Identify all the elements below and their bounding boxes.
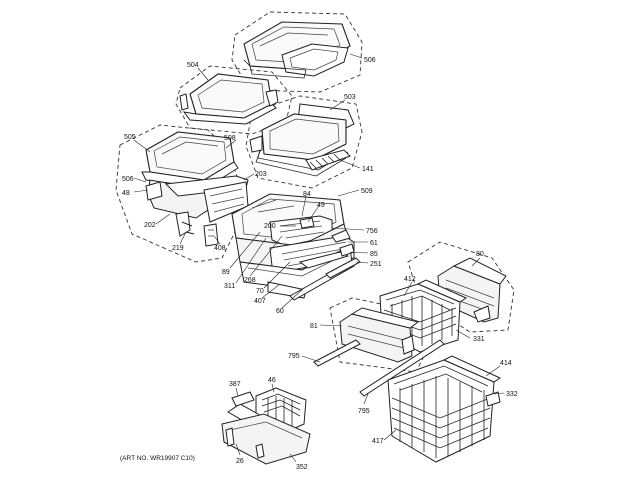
callout-414: 414 bbox=[500, 360, 512, 367]
callout-795-lower: 795 bbox=[358, 408, 370, 415]
callout-795-upper: 795 bbox=[288, 353, 300, 360]
basket-slide-81 bbox=[339, 307, 420, 363]
callout-756: 756 bbox=[366, 228, 378, 235]
callout-219: 219 bbox=[172, 245, 184, 252]
callout-311: 311 bbox=[224, 283, 235, 290]
shelf-504 bbox=[179, 73, 279, 125]
outline-top-shelf-group bbox=[231, 11, 363, 93]
callout-80: 80 bbox=[476, 251, 484, 258]
callout-202: 202 bbox=[144, 222, 156, 229]
callout-46: 46 bbox=[268, 377, 276, 384]
deli-drawer-assembly bbox=[221, 387, 311, 465]
wire-basket-lower bbox=[387, 355, 502, 463]
callout-60: 60 bbox=[276, 308, 284, 315]
callout-509: 509 bbox=[361, 188, 373, 195]
callout-61: 61 bbox=[370, 240, 378, 247]
top-glass-shelf bbox=[243, 21, 351, 79]
callout-26: 26 bbox=[236, 458, 244, 465]
shelf-503 bbox=[249, 103, 355, 177]
callout-407: 407 bbox=[254, 298, 266, 305]
callout-332: 332 bbox=[506, 391, 518, 398]
callout-331: 331 bbox=[473, 336, 485, 343]
callout-503: 503 bbox=[344, 94, 356, 101]
callout-251: 251 bbox=[370, 261, 382, 268]
basket-rail-795-b bbox=[359, 339, 445, 397]
callout-70: 70 bbox=[256, 288, 264, 295]
callouts: 506 504 503 505 508 506 141 48 203 509 8… bbox=[122, 57, 518, 471]
callout-506-left: 506 bbox=[122, 176, 134, 183]
callout-505: 505 bbox=[124, 134, 136, 141]
callout-84: 84 bbox=[303, 191, 311, 198]
callout-412: 412 bbox=[404, 276, 416, 283]
outline-basket-slide-group bbox=[329, 297, 429, 373]
callout-268: 268 bbox=[244, 277, 256, 284]
callout-85: 85 bbox=[370, 251, 378, 258]
left-shelf-assembly bbox=[141, 131, 249, 247]
callout-387: 387 bbox=[229, 381, 241, 388]
callout-417: 417 bbox=[372, 438, 384, 445]
crisper-cover-and-drawer bbox=[231, 193, 355, 299]
callout-506-top: 506 bbox=[364, 57, 376, 64]
callout-408: 408 bbox=[214, 245, 226, 252]
callout-89: 89 bbox=[222, 269, 230, 276]
callout-508-shelf: 508 bbox=[224, 135, 236, 142]
callout-81: 81 bbox=[310, 323, 318, 330]
outline-shelf-503-group bbox=[245, 95, 363, 189]
basket-rail-795-a bbox=[313, 339, 361, 367]
callout-49: 49 bbox=[317, 202, 325, 209]
callout-203: 203 bbox=[255, 171, 267, 178]
callout-200: 200 bbox=[264, 223, 276, 230]
callout-504: 504 bbox=[187, 62, 199, 69]
art-number-caption: (ART NO. WR19907 C10) bbox=[120, 455, 195, 462]
callout-352: 352 bbox=[296, 464, 308, 471]
leader-lines bbox=[133, 53, 505, 463]
callout-48: 48 bbox=[122, 190, 130, 197]
drawer-rail-251 bbox=[325, 257, 361, 279]
callout-141: 141 bbox=[362, 166, 374, 173]
